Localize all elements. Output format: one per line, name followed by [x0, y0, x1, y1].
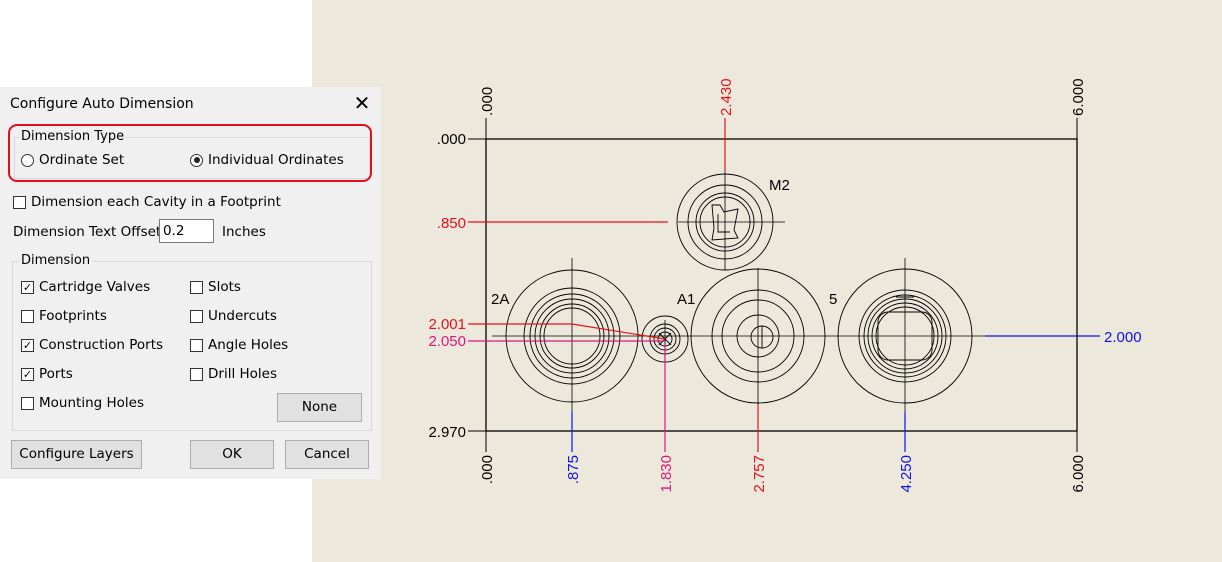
cavity-A1	[690, 268, 826, 404]
checkbox[interactable]	[21, 396, 34, 410]
none-button[interactable]: None	[277, 393, 362, 422]
dimension-type-group	[14, 137, 370, 179]
configure-auto-dimension-dialog: Configure Auto Dimension ✕ Dimension Typ…	[0, 87, 381, 479]
bottom-label-5: 6.000	[1070, 455, 1087, 493]
top-label-2: 6.000	[1070, 78, 1087, 116]
cavity-label-A1: A1	[677, 291, 695, 308]
radio-individual-ordinates[interactable]: Individual Ordinates	[190, 152, 344, 168]
dimension-type-label: Dimension Type	[19, 129, 127, 144]
highlight-outline	[8, 124, 372, 182]
cavity-M2	[676, 173, 774, 271]
red-leaders	[468, 118, 759, 452]
checkbox-checked[interactable]: ✓	[21, 280, 34, 294]
checkbox-label: Ports	[39, 366, 73, 382]
checkbox-label: Construction Ports	[39, 337, 164, 353]
checkbox-label: Footprints	[39, 308, 107, 324]
checkbox-cartridge-valves[interactable]: ✓ Cartridge Valves	[21, 279, 150, 295]
checkbox[interactable]	[190, 280, 203, 294]
left-label-4: 2.970	[428, 424, 466, 441]
checkbox[interactable]	[13, 195, 26, 209]
checkbox-undercuts[interactable]: Undercuts	[190, 308, 277, 324]
checkbox-label: Angle Holes	[208, 337, 289, 353]
checkbox[interactable]	[190, 338, 203, 352]
bottom-label-1: .875	[565, 455, 582, 484]
radio-ordinate-set[interactable]: Ordinate Set	[21, 152, 124, 168]
radio-button-selected[interactable]	[190, 153, 203, 167]
checkbox-label: Cartridge Valves	[39, 279, 151, 295]
text-offset-label: Dimension Text Offset	[13, 224, 162, 240]
cavity-label-M2: M2	[769, 177, 790, 194]
left-label-0: .000	[437, 131, 466, 148]
cancel-button[interactable]: Cancel	[285, 440, 369, 469]
checkbox-label: Drill Holes	[208, 366, 277, 382]
block-outline	[485, 138, 1078, 432]
checkbox-label: Slots	[208, 279, 241, 295]
text-offset-unit: Inches	[222, 224, 266, 240]
checkbox-construction-ports[interactable]: ✓ Construction Ports	[21, 337, 163, 353]
checkbox-slots[interactable]: Slots	[190, 279, 241, 295]
block-drawing: .000 2.430 6.000 .000 .875 1.830 2.757 4…	[428, 78, 1142, 493]
cavity-label-5: 5	[829, 291, 837, 308]
ok-button[interactable]: OK	[190, 440, 274, 469]
dialog-title: Configure Auto Dimension	[10, 96, 194, 112]
left-label-3: 2.050	[428, 333, 466, 350]
blue-leaders	[571, 335, 1100, 452]
top-label-1: 2.430	[718, 78, 735, 116]
dimension-group	[12, 261, 372, 431]
checkbox[interactable]	[190, 309, 203, 323]
configure-layers-button[interactable]: Configure Layers	[11, 440, 142, 469]
checkbox-checked[interactable]: ✓	[21, 338, 34, 352]
bottom-label-0: .000	[479, 455, 496, 484]
checkbox-drill-holes[interactable]: Drill Holes	[190, 366, 277, 382]
checkbox[interactable]	[190, 367, 203, 381]
cavity-label-2A: 2A	[491, 291, 509, 308]
radio-label: Ordinate Set	[39, 152, 125, 168]
magenta-leaders	[468, 340, 666, 452]
checkbox[interactable]	[21, 309, 34, 323]
checkbox-checked[interactable]: ✓	[21, 367, 34, 381]
drawing-canvas[interactable]: .000 2.430 6.000 .000 .875 1.830 2.757 4…	[312, 0, 1222, 562]
checkbox-label: Mounting Holes	[39, 395, 144, 411]
cavity-2A	[505, 269, 639, 403]
bottom-label-3: 2.757	[751, 455, 768, 493]
cavity-5	[837, 268, 973, 404]
radio-label: Individual Ordinates	[208, 152, 344, 168]
dimension-group-label: Dimension	[19, 253, 93, 268]
checkbox-footprints[interactable]: Footprints	[21, 308, 107, 324]
close-icon[interactable]: ✕	[353, 91, 371, 115]
bottom-label-2: 1.830	[658, 455, 675, 493]
bottom-label-4: 4.250	[898, 455, 915, 493]
checkbox-angle-holes[interactable]: Angle Holes	[190, 337, 288, 353]
checkbox-label: Undercuts	[208, 308, 277, 324]
checkbox-each-cavity[interactable]: Dimension each Cavity in a Footprint	[13, 194, 281, 210]
checkbox-ports[interactable]: ✓ Ports	[21, 366, 73, 382]
right-label-0: 2.000	[1104, 329, 1142, 346]
top-label-0: .000	[479, 87, 496, 116]
left-label-1: .850	[437, 215, 466, 232]
text-offset-input[interactable]	[159, 219, 214, 243]
checkbox-mounting-holes[interactable]: Mounting Holes	[21, 395, 144, 411]
checkbox-label: Dimension each Cavity in a Footprint	[31, 194, 281, 210]
left-label-2: 2.001	[428, 316, 466, 333]
radio-button[interactable]	[21, 153, 34, 167]
